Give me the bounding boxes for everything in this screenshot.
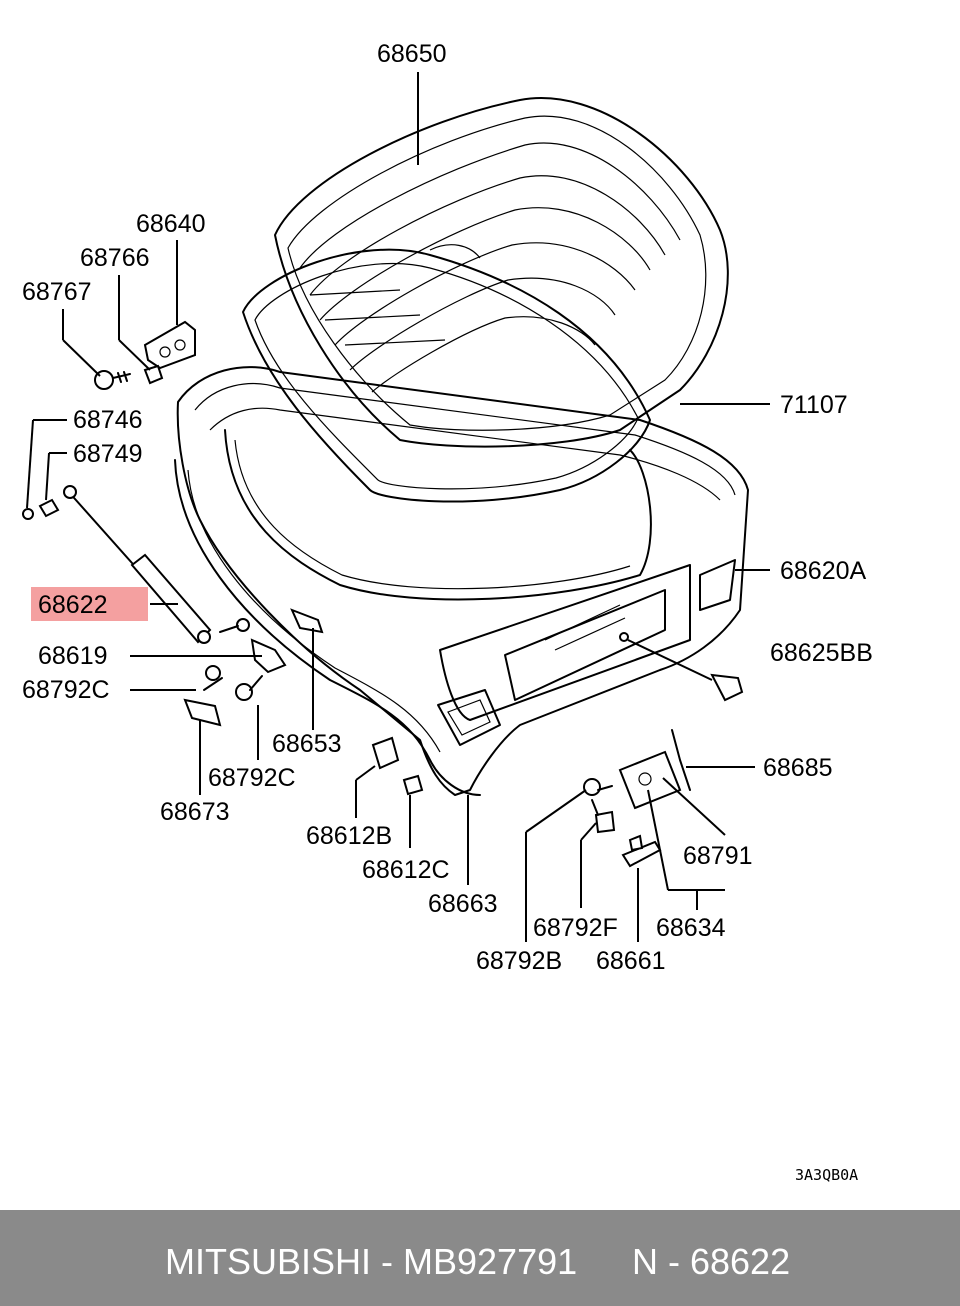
label-68663: 68663 [428, 890, 498, 918]
part-labels: 68650 68640 68766 68767 71107 68746 6874… [22, 40, 873, 975]
label-68620A: 68620A [780, 557, 867, 585]
footer-bar: MITSUBISHI - MB927791 N - 68622 [0, 1210, 960, 1306]
label-68792F: 68792F [533, 914, 618, 942]
fasteners [183, 608, 744, 868]
diagram-code: 3A3QB0A [795, 1166, 858, 1184]
label-68640: 68640 [136, 210, 206, 238]
label-68792C-b: 68792C [208, 764, 296, 792]
footer-brand-part: MITSUBISHI - MB927791 [165, 1241, 578, 1282]
label-68792B: 68792B [476, 947, 562, 975]
label-68685: 68685 [763, 754, 833, 782]
back-door-panel [174, 366, 749, 796]
leader-lines [26, 72, 770, 942]
label-68746: 68746 [73, 406, 143, 434]
label-68650: 68650 [377, 40, 447, 68]
window-frame-molding [242, 248, 651, 503]
hinge-parts [94, 320, 196, 390]
exploded-parts-diagram: 68650 68640 68766 68767 71107 68746 6874… [22, 40, 873, 1184]
label-68622: 68622 [38, 591, 108, 619]
label-68791: 68791 [683, 842, 753, 870]
label-68612C: 68612C [362, 856, 450, 884]
label-71107: 71107 [780, 391, 848, 419]
label-68661: 68661 [596, 947, 666, 975]
label-68634: 68634 [656, 914, 726, 942]
footer-ref: N - 68622 [632, 1241, 791, 1282]
label-68653: 68653 [272, 730, 342, 758]
label-68767: 68767 [22, 278, 92, 306]
label-68673: 68673 [160, 798, 230, 826]
highlight-box [31, 587, 148, 621]
label-68749: 68749 [73, 440, 143, 468]
label-68766: 68766 [80, 244, 150, 272]
label-68625BB: 68625BB [770, 639, 873, 667]
label-68612B: 68612B [306, 822, 392, 850]
gas-stay-damper [22, 485, 212, 644]
label-68792C-a: 68792C [22, 676, 110, 704]
label-68619: 68619 [38, 642, 108, 670]
rear-window-glass [274, 97, 729, 448]
